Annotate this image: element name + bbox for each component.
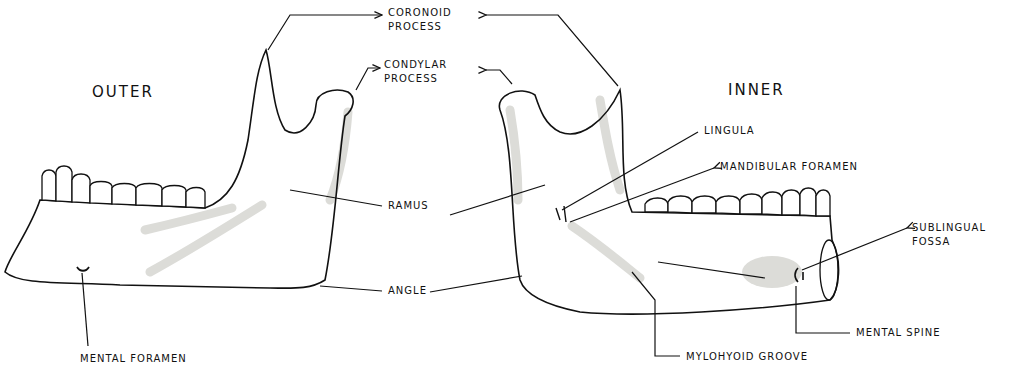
part-label: LINGULA <box>704 124 755 138</box>
part-label: MENTAL SPINE <box>856 326 940 340</box>
part-label: CONDYLAR PROCESS <box>384 58 476 85</box>
part-label: SUBLINGUAL FOSSA <box>912 221 1002 248</box>
part-label: CORONOID PROCESS <box>388 6 480 33</box>
part-label: MENTAL FORAMEN <box>80 352 187 366</box>
part-label: MANDIBULAR FORAMEN <box>720 160 858 174</box>
part-label: MYLOHYOID GROOVE <box>686 350 808 364</box>
view-title: INNER <box>728 80 785 100</box>
part-label: ANGLE <box>388 284 427 298</box>
view-title: OUTER <box>92 82 154 102</box>
part-label: RAMUS <box>388 199 429 213</box>
